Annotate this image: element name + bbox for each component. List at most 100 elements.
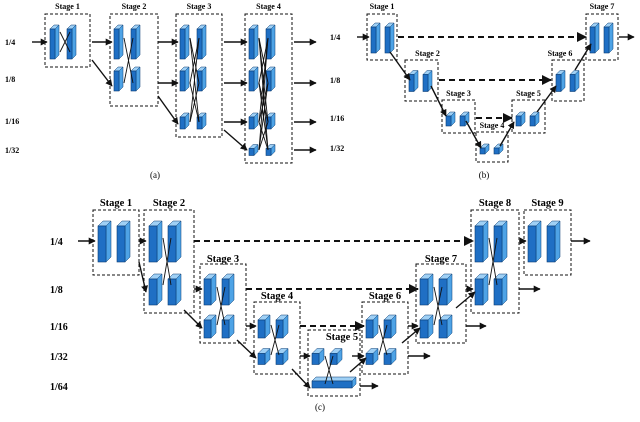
- stage-box: [366, 13, 398, 61]
- downsample-arrow: [236, 339, 257, 359]
- row-label: 1/8: [50, 285, 63, 296]
- feature-block: [248, 143, 259, 157]
- stage-title: Stage 3: [187, 2, 212, 11]
- downsample-arrow: [91, 59, 113, 87]
- feature-block: [196, 66, 207, 92]
- cross-connection: [59, 31, 71, 53]
- feature-block: [221, 314, 235, 339]
- feature-block: [275, 314, 289, 339]
- row-label: 1/16: [5, 117, 19, 126]
- stage-title: Stage 4: [261, 291, 294, 302]
- row-label: 1/64: [50, 382, 68, 393]
- feature-block: [493, 143, 504, 155]
- feature-block: [589, 22, 600, 54]
- cross-connection: [324, 355, 334, 385]
- row-label: 1/8: [330, 76, 340, 85]
- upsample-arrow: [574, 43, 592, 71]
- feature-block: [257, 314, 271, 339]
- conv-module: [257, 314, 289, 339]
- feature-block: [221, 273, 235, 306]
- conv-module: [365, 347, 397, 366]
- feature-block: [311, 347, 325, 366]
- downsample-arrow: [183, 309, 203, 329]
- feature-block: [113, 24, 124, 60]
- row-label: 1/4: [5, 38, 15, 47]
- stage-title: Stage 1: [100, 198, 132, 209]
- upsample-arrow: [401, 327, 421, 344]
- feature-block: [130, 66, 141, 92]
- feature-block: [370, 22, 381, 54]
- feature-block: [515, 111, 526, 127]
- conv-module: [179, 112, 207, 130]
- conv-module: [419, 314, 453, 339]
- feature-block: [569, 69, 580, 93]
- stage-title: Stage 6: [548, 49, 573, 58]
- conv-module: [203, 314, 235, 339]
- conv-module: [248, 143, 276, 157]
- stage-box: [199, 263, 247, 344]
- feature-block: [148, 273, 163, 306]
- feature-block: [365, 314, 379, 339]
- conv-module: [248, 24, 276, 60]
- conv-module: [179, 24, 207, 60]
- feature-block: [248, 24, 259, 60]
- downsample-arrow: [291, 368, 311, 389]
- conv-module: [365, 314, 397, 339]
- stage-title: Stage 1: [55, 2, 80, 11]
- conv-module: [515, 111, 540, 127]
- feature-block: [196, 112, 207, 130]
- feature-block: [493, 220, 508, 263]
- feature-block: [555, 69, 566, 93]
- feature-block: [66, 24, 77, 60]
- feature-block: [479, 143, 490, 155]
- stage-box: [551, 59, 585, 102]
- cross-connection: [433, 286, 443, 326]
- feature-block: [248, 112, 259, 130]
- stage-title: Stage 6: [369, 291, 401, 302]
- cross-connection: [258, 82, 269, 123]
- conv-module: [113, 24, 141, 60]
- feature-block: [408, 69, 419, 93]
- conv-module: [311, 347, 343, 366]
- stage-title: Stage 2: [415, 49, 440, 58]
- feature-block: [529, 111, 540, 127]
- downsample-arrow: [223, 129, 248, 151]
- stage-title: Stage 7: [590, 2, 615, 11]
- feature-block: [265, 112, 276, 130]
- cross-connection: [270, 324, 280, 356]
- feature-block: [265, 66, 276, 92]
- cross-connection: [488, 237, 498, 286]
- stage-box: [44, 13, 91, 68]
- downsample-arrow: [157, 95, 179, 125]
- feature-block: [179, 24, 190, 60]
- feature-block: [474, 220, 489, 263]
- feature-block: [167, 220, 182, 263]
- caption-b: (b): [479, 170, 490, 180]
- conv-module: [408, 69, 433, 93]
- feature-block: [248, 66, 259, 92]
- row-label: 1/4: [50, 237, 63, 248]
- feature-block: [203, 273, 217, 306]
- feature-block: [445, 111, 456, 127]
- cross-connection: [216, 286, 226, 326]
- feature-block: [419, 273, 434, 306]
- feature-block: [329, 347, 343, 366]
- cross-connection: [189, 82, 200, 123]
- cross-connection: [189, 37, 200, 84]
- conv-module: [248, 112, 276, 130]
- conv-module: [49, 24, 77, 60]
- cross-connection: [258, 121, 269, 151]
- feature-block: [438, 273, 453, 306]
- downsample-arrow: [430, 85, 447, 117]
- conv-module: [179, 66, 207, 92]
- feature-block: [527, 220, 542, 263]
- cross-connection: [258, 37, 269, 84]
- feature-block: [203, 314, 217, 339]
- conv-module: [257, 347, 289, 366]
- row-label: 1/32: [330, 144, 344, 153]
- cross-connection: [378, 324, 388, 356]
- feature-block: [603, 22, 614, 54]
